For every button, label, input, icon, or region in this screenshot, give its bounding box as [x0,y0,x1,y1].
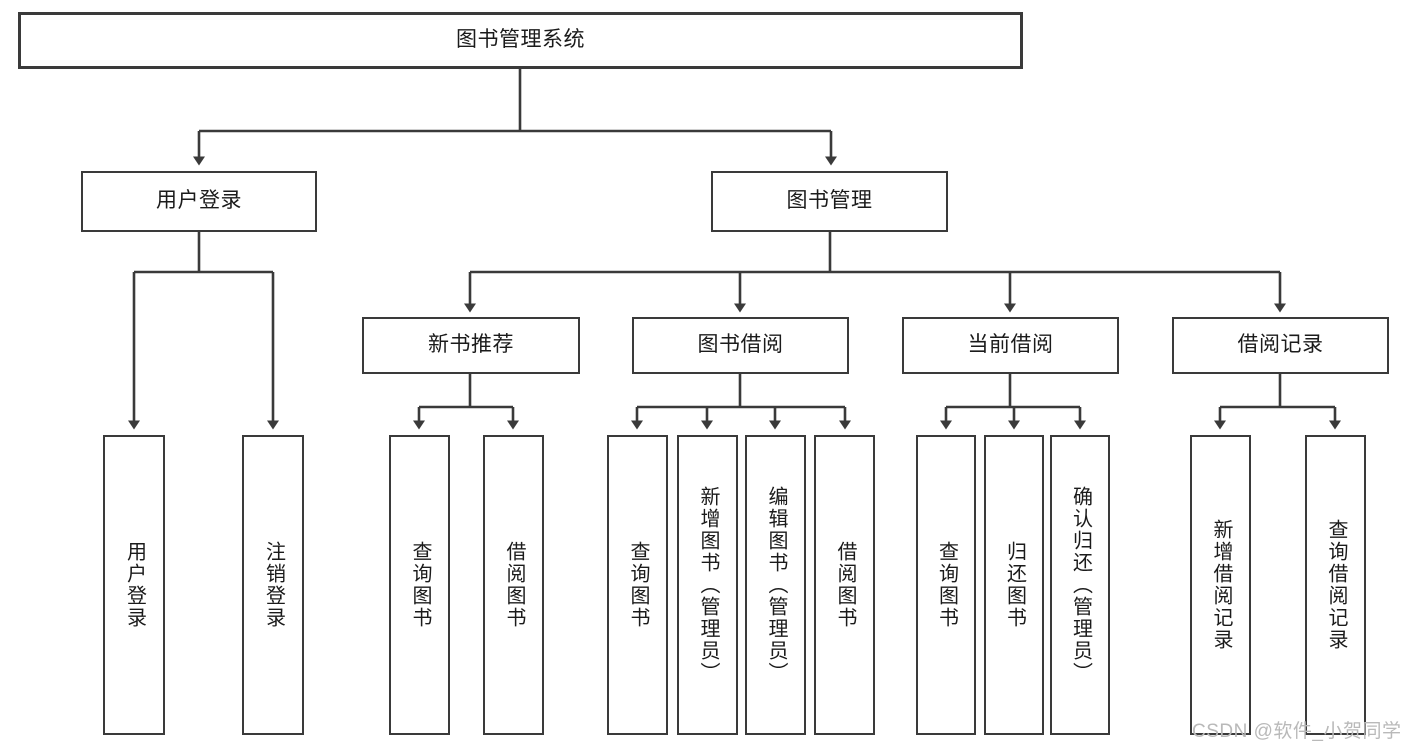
node-book-borrow-label: 图书借阅 [697,333,784,357]
leaf-edit-book-label: 编辑图书（管理员） [765,486,787,684]
leaf-add-book-label: 新增图书（管理员） [697,486,719,684]
node-user-login[interactable]: 用户登录 [81,171,317,232]
node-book-manage-label: 图书管理 [786,189,873,213]
node-borrow-record[interactable]: 借阅记录 [1172,317,1389,374]
leaf-confirm-return[interactable]: 确认归还（管理员） [1050,435,1110,735]
leaf-return-book[interactable]: 归还图书 [984,435,1044,735]
leaf-add-record[interactable]: 新增借阅记录 [1190,435,1251,735]
node-root[interactable]: 图书管理系统 [18,12,1023,69]
leaf-edit-book[interactable]: 编辑图书（管理员） [745,435,806,735]
leaf-query-book-1[interactable]: 查询图书 [389,435,450,735]
csdn-watermark: CSDN @软件_小贺同学 [1192,721,1402,742]
leaf-logout-login-label: 注销登录 [262,541,285,629]
leaf-query-book-2[interactable]: 查询图书 [607,435,668,735]
leaf-borrow-book-1-label: 借阅图书 [503,541,525,629]
leaf-borrow-book-1[interactable]: 借阅图书 [483,435,544,735]
leaf-user-login-label: 用户登录 [123,541,146,629]
node-current-borrow[interactable]: 当前借阅 [902,317,1119,374]
node-new-book-recommend[interactable]: 新书推荐 [362,317,580,374]
node-root-label: 图书管理系统 [456,28,585,52]
node-user-login-label: 用户登录 [156,189,242,213]
leaf-add-book[interactable]: 新增图书（管理员） [677,435,738,735]
leaf-query-record[interactable]: 查询借阅记录 [1305,435,1366,735]
leaf-query-book-1-label: 查询图书 [409,541,431,629]
leaf-confirm-return-label: 确认归还（管理员） [1069,486,1092,684]
node-book-manage[interactable]: 图书管理 [711,171,948,232]
leaf-borrow-book-2[interactable]: 借阅图书 [814,435,875,735]
node-borrow-record-label: 借阅记录 [1237,333,1324,357]
leaf-query-book-3-label: 查询图书 [935,541,958,629]
node-book-borrow[interactable]: 图书借阅 [632,317,849,374]
node-current-borrow-label: 当前借阅 [967,333,1054,357]
leaf-query-record-label: 查询借阅记录 [1325,519,1347,651]
leaf-add-record-label: 新增借阅记录 [1210,519,1232,651]
leaf-query-book-3[interactable]: 查询图书 [916,435,976,735]
leaf-query-book-2-label: 查询图书 [627,541,649,629]
node-new-book-recommend-label: 新书推荐 [428,333,514,357]
leaf-borrow-book-2-label: 借阅图书 [834,541,856,629]
leaf-user-login[interactable]: 用户登录 [103,435,165,735]
leaf-return-book-label: 归还图书 [1003,541,1026,629]
leaf-logout-login[interactable]: 注销登录 [242,435,304,735]
